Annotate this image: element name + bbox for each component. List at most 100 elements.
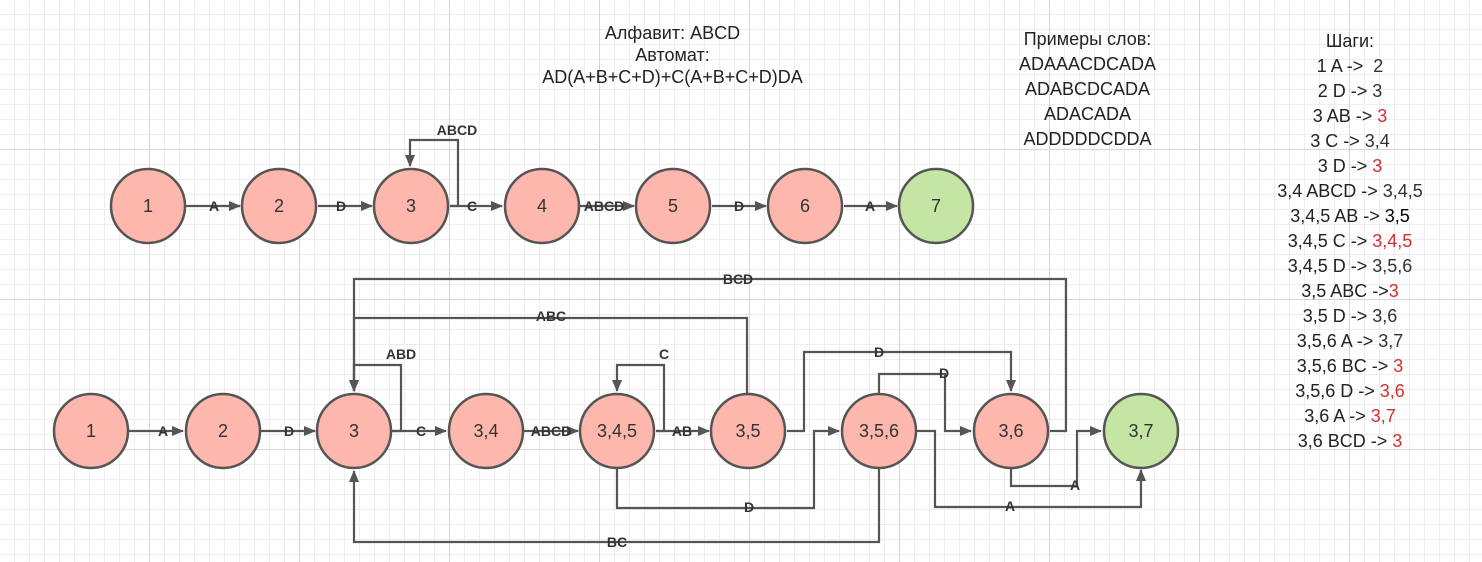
nfa-state-circle [634, 167, 712, 245]
step-target-state: 2 [1373, 56, 1384, 76]
dfa-edge-label: ABCD [531, 423, 571, 439]
step-row: 3,6 BCD -> 3 [1240, 429, 1460, 454]
step-transition: 3 AB -> [1312, 106, 1378, 126]
dfa-edge-label: ABC [536, 308, 566, 324]
examples-title: Примеры слов: [1023, 29, 1152, 49]
step-transition: 3,6 BCD -> [1297, 431, 1393, 451]
dfa-edge-label: A [158, 423, 168, 439]
nfa-edge-label: D [734, 198, 744, 214]
dfa-state-label: 2 [218, 421, 228, 441]
dfa-edge-345-356 [615, 426, 840, 510]
dfa-state-circle [709, 392, 787, 470]
step-target-state: 3 [1392, 431, 1403, 451]
dfa-edge-label: D [874, 344, 884, 360]
nfa-state-label: 4 [537, 196, 547, 216]
dfa-edge-label: D [744, 499, 754, 515]
step-target-state: 3 [1393, 356, 1404, 376]
dfa-edge-label: D [284, 423, 294, 439]
step-target-state: 3 [1372, 81, 1383, 101]
dfa-state-label: 3 [349, 421, 359, 441]
example-word: ADACADA [1043, 104, 1132, 124]
step-row: 3,6 A -> 3,7 [1240, 404, 1460, 429]
dfa-edge-label: ABD [386, 346, 416, 362]
dfa-edge-label: A [1005, 498, 1015, 514]
step-row: 3,5,6 BC -> 3 [1240, 354, 1460, 379]
dfa-edge-label: AB [672, 423, 692, 439]
nfa-state-circle [240, 167, 318, 245]
step-target-state: 3 [1388, 281, 1399, 301]
nfa-edge-label: A [209, 198, 219, 214]
dfa-edge-345-loop [612, 363, 666, 433]
nfa-state-circle [503, 167, 581, 245]
step-row: 3,5,6 D -> 3,6 [1240, 379, 1460, 404]
dfa-state-circle [447, 392, 525, 470]
step-row: 3,4 ABCD -> 3,4,5 [1240, 179, 1460, 204]
nfa-state-circle [372, 167, 450, 245]
step-target-state: 3,6 [1372, 306, 1398, 326]
step-row: 3,5 ABC ->3 [1240, 279, 1460, 304]
nfa-edge-label: C [467, 198, 477, 214]
dfa-state-label: 3,4,5 [597, 421, 637, 441]
nfa-state-label: 5 [668, 196, 678, 216]
nfa-state-label: 2 [274, 196, 284, 216]
step-row: 3 AB -> 3 [1240, 104, 1460, 129]
alphabet-label: Алфавит: ABCD [604, 23, 741, 43]
step-target-state: 3,7 [1370, 406, 1396, 426]
nfa-state-circle [766, 167, 844, 245]
step-transition: 3,5 D -> [1302, 306, 1373, 326]
dfa-state-circle [972, 392, 1050, 470]
dfa-edge-label: BC [607, 534, 627, 550]
dfa-edge-label: C [416, 423, 426, 439]
step-transition: 3,5,6 BC -> [1296, 356, 1394, 376]
example-word: ADAAACDCADA [1018, 54, 1157, 74]
dfa-edge-label: BCD [723, 271, 753, 287]
step-row: 3,4,5 C -> 3,4,5 [1240, 229, 1460, 254]
dfa-edge-35-3 [349, 316, 749, 393]
step-transition: 3,4 ABCD -> [1277, 181, 1383, 201]
step-target-state: 3,5 [1384, 206, 1410, 226]
dfa-state-label: 3,6 [998, 421, 1023, 441]
step-row: 3,4,5 AB -> 3,5 [1240, 204, 1460, 229]
dfa-state-label: 3,4 [473, 421, 498, 441]
nfa-state-label: 6 [800, 196, 810, 216]
nfa-state-circle [109, 167, 187, 245]
dfa-edge-35-36 [787, 350, 1016, 433]
step-target-state: 3,6 [1379, 381, 1405, 401]
dfa-edge-label: D [939, 365, 949, 381]
dfa-state-circle [578, 392, 656, 470]
step-row: 3,5 D -> 3,6 [1240, 304, 1460, 329]
nfa-state-label: 3 [406, 196, 416, 216]
nfa-edge-labels: A D ABCD C ABCD D A [209, 122, 875, 214]
dfa-edge-label: C [659, 346, 669, 362]
step-transition: 3,4,5 C -> [1287, 231, 1373, 251]
dfa-state-label: 3,5,6 [859, 421, 899, 441]
step-target-state: 3,4,5 [1382, 181, 1423, 201]
dfa-state-label: 1 [86, 421, 96, 441]
dfa-final-state-circle [1102, 392, 1180, 470]
dfa-state-circle [184, 392, 262, 470]
dfa-state-circle [840, 392, 918, 470]
dfa-edge-36-37 [1009, 426, 1102, 488]
dfa-edge-label: A [1070, 477, 1080, 493]
dfa-state-label: 3,5 [735, 421, 760, 441]
dfa-edge-356-36 [877, 372, 972, 436]
step-transition: 3 C -> [1310, 131, 1365, 151]
step-transition: 3,5,6 D -> [1295, 381, 1380, 401]
step-transition: 3,5 ABC -> [1301, 281, 1389, 301]
step-row: 1 A -> 2 [1240, 54, 1460, 79]
step-transition: 3,5,6 A -> [1296, 331, 1379, 351]
example-word: ADDDDDCDDA [1023, 129, 1152, 149]
dfa-states: 1 2 3 3,4 3,4,5 3,5 3,5,6 3,6 3,7 [52, 392, 1180, 470]
step-transition: 3 D -> [1317, 156, 1373, 176]
step-row: 3,5,6 A -> 3,7 [1240, 329, 1460, 354]
step-transition: 3,4,5 D -> [1287, 256, 1373, 276]
nfa-state-label: 1 [143, 196, 153, 216]
step-row: 3 C -> 3,4 [1240, 129, 1460, 154]
step-target-state: 3,4,5 [1372, 231, 1413, 251]
steps-title: Шаги: [1325, 31, 1375, 51]
nfa-state-label: 7 [931, 196, 941, 216]
dfa-edge-labels: A D C ABCD AB ABD C BCD ABC D D D A A BC [158, 271, 1080, 550]
dfa-edge-356-3 [349, 469, 881, 544]
